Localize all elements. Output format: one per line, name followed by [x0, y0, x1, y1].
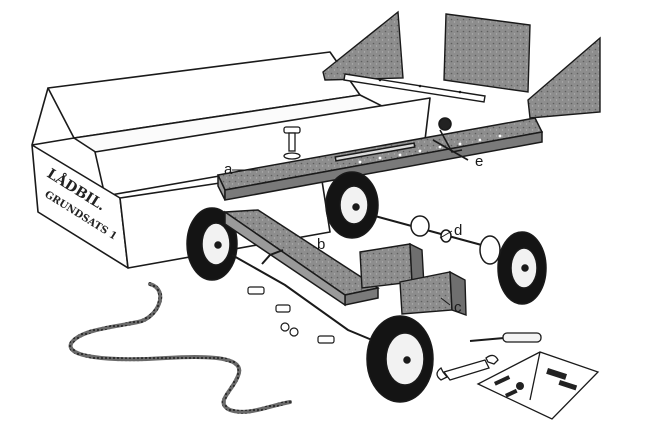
- label-a: a: [224, 161, 233, 178]
- hub-cap: [479, 235, 501, 265]
- rear-seat-parts: [322, 10, 601, 119]
- tow-rope: [68, 282, 292, 414]
- label-e: e: [475, 153, 483, 170]
- front-axle-rod: [231, 249, 373, 341]
- side-panel-left: [322, 10, 404, 81]
- bolt: [283, 126, 301, 160]
- screwdriver-icon: [469, 332, 542, 343]
- brackets-c: [359, 242, 467, 317]
- hardware-pieces: [247, 286, 335, 344]
- back-panel: [443, 13, 531, 93]
- label-d: d: [454, 222, 462, 239]
- part-labels: a b c d e: [224, 153, 483, 316]
- wheel-front: [366, 315, 434, 403]
- label-c: c: [454, 299, 462, 316]
- cardboard-box: [31, 51, 431, 269]
- label-b: b: [317, 236, 325, 253]
- instruction-booklet: [476, 351, 600, 420]
- side-panel-right: [527, 36, 601, 119]
- rear-axle-assembly: [325, 171, 547, 305]
- steering-shaft: [432, 117, 469, 161]
- wheel-left: [186, 207, 238, 281]
- plank-b: [222, 209, 380, 307]
- plank-a: [216, 117, 544, 201]
- wrench-icon: [436, 354, 499, 381]
- spacer: [410, 215, 430, 237]
